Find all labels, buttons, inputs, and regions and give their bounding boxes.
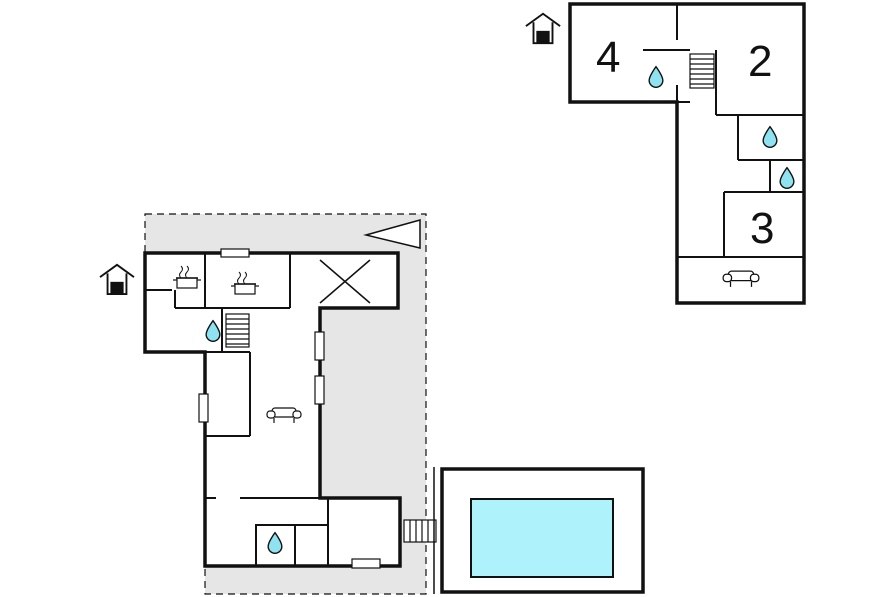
staircase-icon [225,313,250,348]
window-markers [198,248,381,569]
staircase-icon [689,53,715,89]
north-arrow-icon [363,219,421,249]
main-house-interior [145,253,400,567]
house-entrance-icon [524,12,562,45]
room-number-3: 3 [750,204,774,253]
pool-water [470,498,614,578]
room-number-2: 2 [748,37,772,86]
annex-interior [643,4,804,258]
room-number-4: 4 [596,33,620,82]
annex-walls [568,2,806,305]
house-entrance-icon [99,263,135,296]
utility-room-cross [319,259,371,304]
pool-steps [403,519,437,543]
